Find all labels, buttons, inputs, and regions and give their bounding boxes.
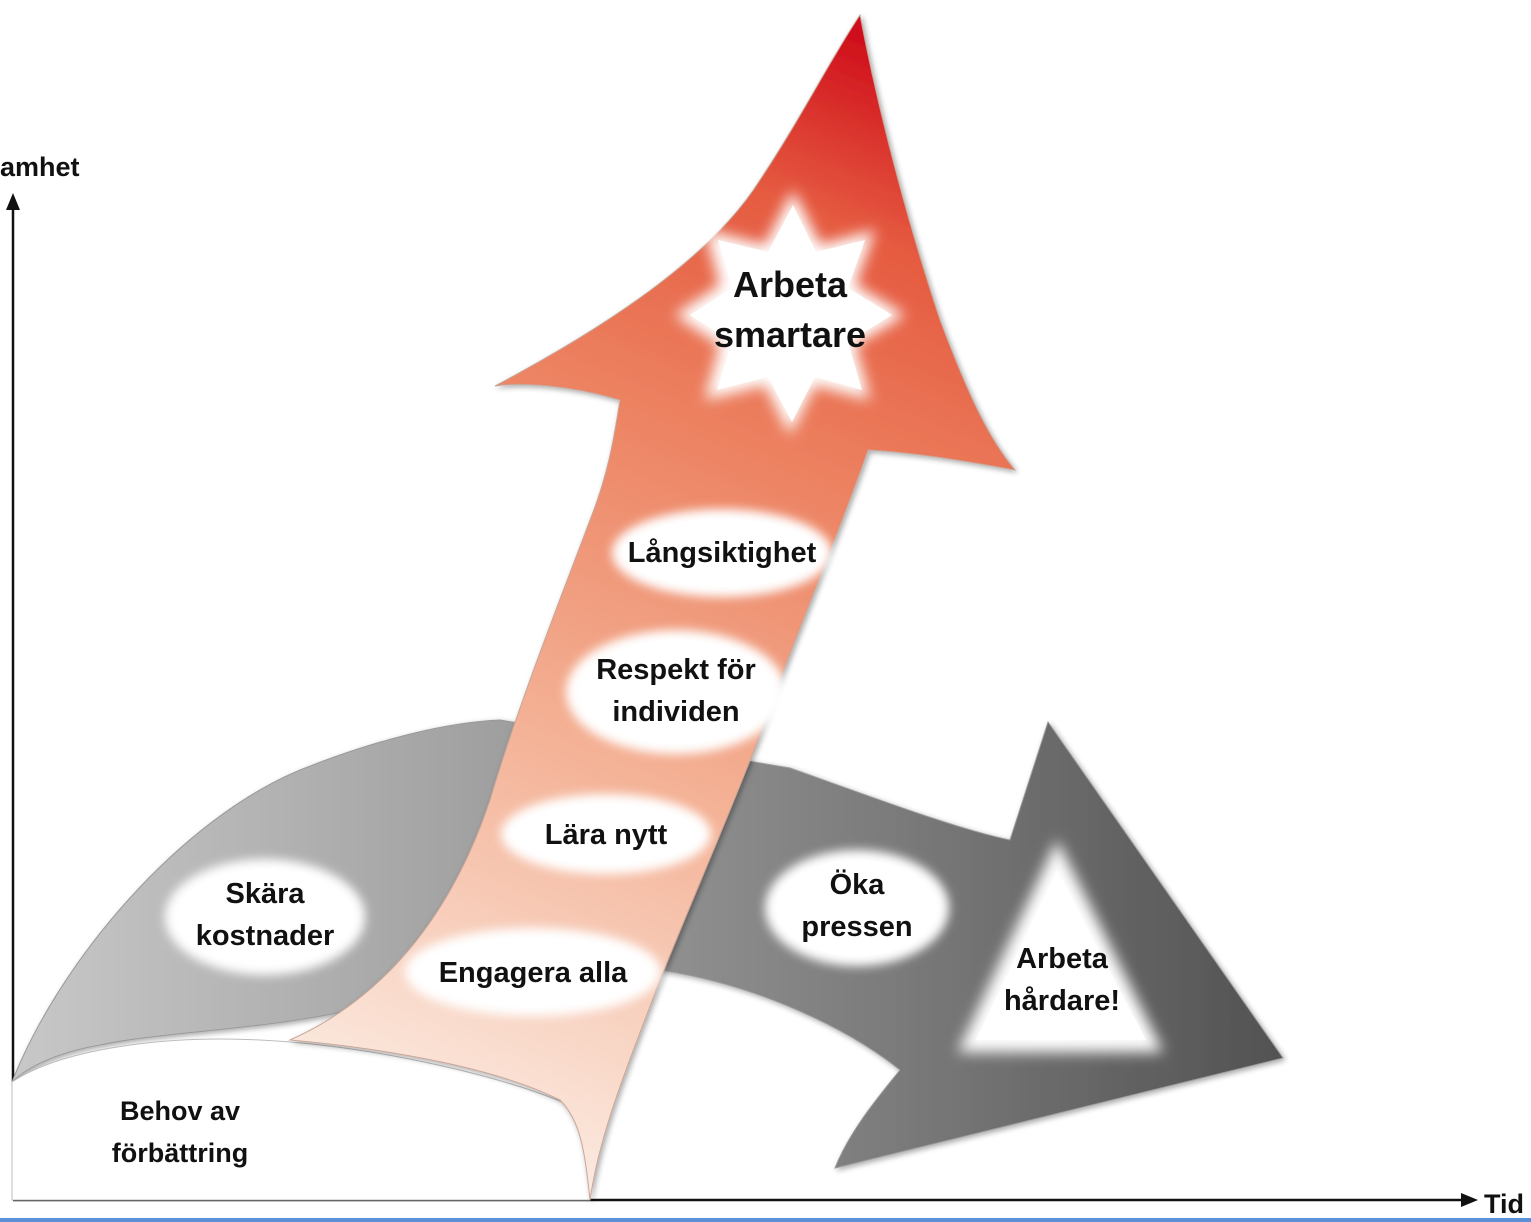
label-engage-text: Engagera alla bbox=[439, 957, 628, 989]
label-cut-costs-line2: kostnader bbox=[196, 920, 335, 952]
base-label-line2: förbättring bbox=[112, 1138, 248, 1168]
label-pressure-line2: pressen bbox=[801, 911, 912, 943]
triangle-label-line2: hårdare! bbox=[1004, 985, 1120, 1017]
star-burst: Arbeta smartare bbox=[675, 190, 905, 435]
star-shape bbox=[690, 205, 892, 422]
x-axis-label: Tid bbox=[1484, 1189, 1524, 1219]
label-long-term-text: Långsiktighet bbox=[628, 537, 817, 569]
y-axis-label: amhet bbox=[0, 152, 80, 182]
label-pressure: Öka pressen bbox=[765, 850, 949, 966]
triangle-label-line1: Arbeta bbox=[1016, 943, 1109, 975]
label-engage: Engagera alla bbox=[405, 928, 661, 1016]
label-long-term: Långsiktighet bbox=[612, 509, 832, 597]
label-respect-line1: Respekt för bbox=[596, 654, 756, 686]
triangle-shape bbox=[976, 870, 1146, 1040]
y-axis-arrowhead bbox=[6, 193, 20, 210]
label-cut-costs-line1: Skära bbox=[225, 878, 305, 910]
bottom-rule bbox=[0, 1218, 1531, 1222]
label-pressure-line1: Öka bbox=[830, 868, 886, 901]
label-respect-line2: individen bbox=[612, 696, 739, 728]
x-axis-arrowhead bbox=[1461, 1193, 1478, 1207]
star-label-line2: smartare bbox=[714, 314, 866, 355]
label-respect: Respekt för individen bbox=[566, 630, 786, 754]
star-label-line1: Arbeta bbox=[733, 264, 848, 305]
label-cut-costs: Skära kostnader bbox=[165, 859, 365, 975]
base-label: Behov av förbättring bbox=[112, 1096, 248, 1168]
label-learn-text: Lära nytt bbox=[545, 819, 668, 851]
label-learn: Lära nytt bbox=[501, 794, 711, 874]
base-label-line1: Behov av bbox=[120, 1096, 240, 1126]
work-harder-triangle: Arbeta hårdare! bbox=[958, 840, 1163, 1052]
